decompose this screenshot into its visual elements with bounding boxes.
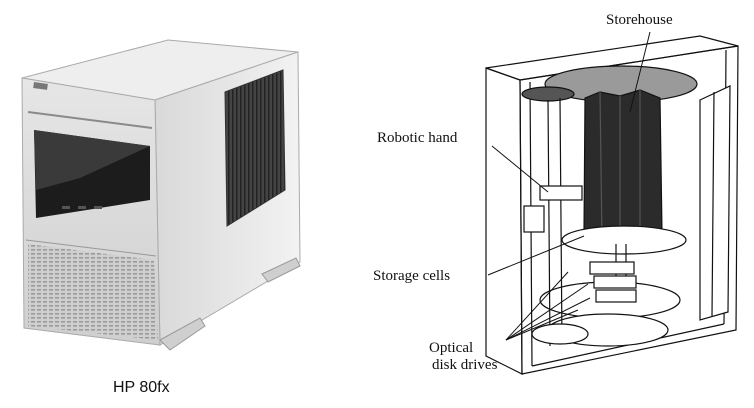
front-vent-grille <box>28 244 158 340</box>
label-storage-cells: Storage cells <box>373 268 450 285</box>
label-storehouse: Storehouse <box>606 12 673 29</box>
leader-storage-cells <box>488 236 584 275</box>
jukebox-diagram <box>486 36 738 374</box>
storehouse-column <box>584 90 662 244</box>
label-robotic-hand: Robotic hand <box>377 130 457 147</box>
hp-80fx-caption: HP 80fx <box>113 379 170 397</box>
label-optical-line2: disk drives <box>432 357 497 374</box>
robotic-hand <box>540 186 582 200</box>
label-optical-line1: Optical <box>429 340 473 357</box>
